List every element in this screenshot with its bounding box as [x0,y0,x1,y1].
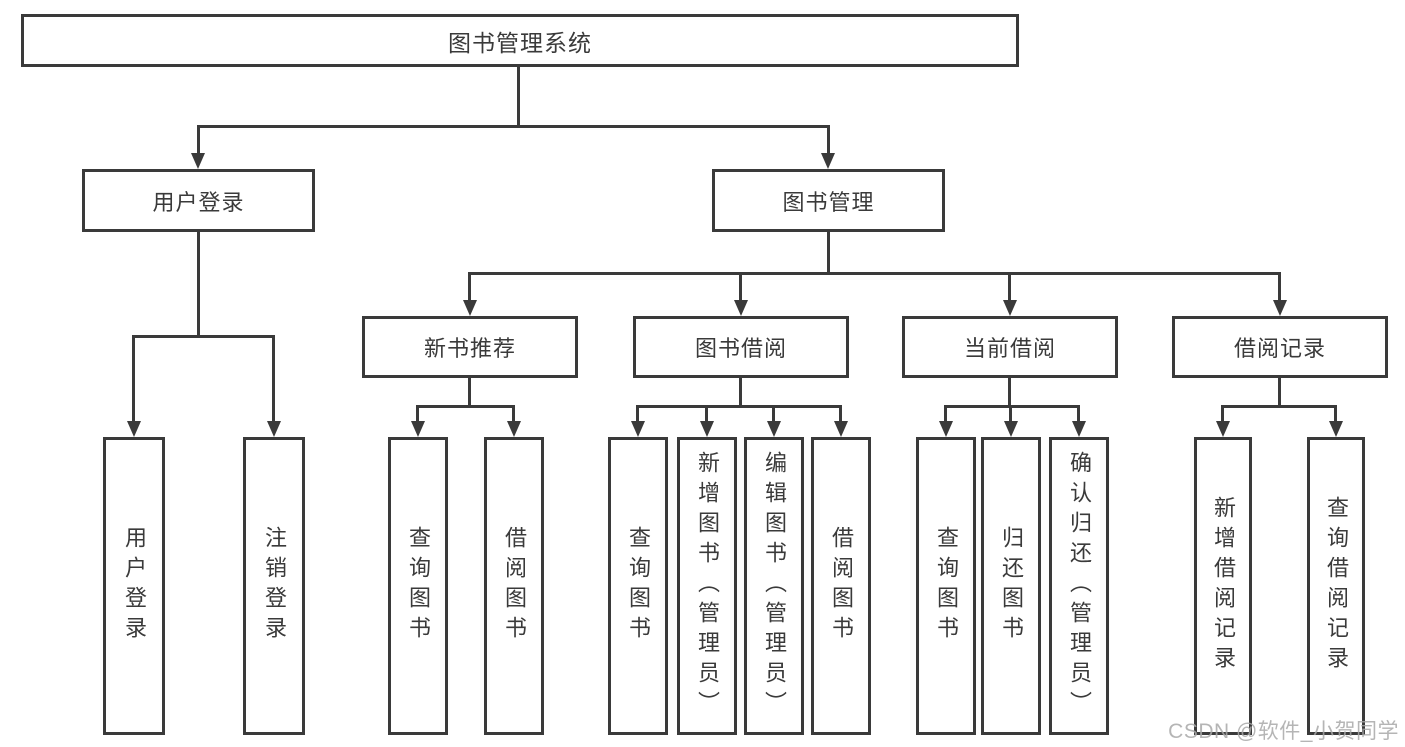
connector-borrow-record-crossbar [1221,405,1337,408]
connector-book-mgmt-stem [827,232,830,272]
connector-current-borrow-crossbar [944,405,1080,408]
connector-to-current-borrow [1008,272,1011,300]
arrow-to-cb-confirm-icon [1072,421,1086,437]
connector-book-mgmt-crossbar [468,272,1281,275]
arrow-to-br-query-icon [1329,421,1343,437]
connector-root-stem [517,67,520,125]
connector-root-to-book-mgmt [827,125,830,153]
node-bb-query-label: 查询图书 [626,526,651,646]
node-user-login: 用户登录 [82,169,315,232]
connector-root-crossbar [197,125,830,128]
connector-to-nbr-query [416,405,419,421]
connector-current-borrow-stem [1008,378,1011,405]
node-ul-login-label: 用户登录 [122,526,147,646]
arrow-to-book-borrow-icon [734,300,748,316]
node-ul-logout-label: 注销登录 [262,526,287,646]
connector-to-cb-return [1009,405,1012,421]
node-br-add-label: 新增借阅记录 [1211,496,1236,676]
node-bb-add-label: 新增图书（管理员） [695,451,720,721]
connector-to-book-borrow [739,272,742,300]
node-br-query: 查询借阅记录 [1307,437,1365,735]
arrow-to-cb-return-icon [1004,421,1018,437]
node-cb-return-label: 归还图书 [999,526,1024,646]
node-br-query-label: 查询借阅记录 [1324,496,1349,676]
arrow-to-borrow-record-icon [1273,300,1287,316]
connector-to-new-book-rec [468,272,471,300]
arrow-to-book-mgmt-icon [821,153,835,169]
node-borrow-record: 借阅记录 [1172,316,1388,378]
arrow-to-login-icon [127,421,141,437]
arrow-to-new-book-rec-icon [463,300,477,316]
node-ul-logout: 注销登录 [243,437,305,735]
node-ul-login: 用户登录 [103,437,165,735]
node-cb-confirm-label: 确认归还（管理员） [1067,451,1092,721]
arrow-to-bb-add-icon [700,421,714,437]
node-root: 图书管理系统 [21,14,1019,67]
arrow-to-cb-query-icon [939,421,953,437]
arrow-to-nbr-query-icon [411,421,425,437]
arrow-to-user-login-icon [191,153,205,169]
connector-to-br-query [1334,405,1337,421]
node-cb-confirm: 确认归还（管理员） [1049,437,1109,735]
node-br-add: 新增借阅记录 [1194,437,1252,735]
connector-to-logout [272,335,275,421]
node-new-book-rec: 新书推荐 [362,316,578,378]
connector-root-to-user-login [197,125,200,153]
connector-new-book-rec-stem [468,378,471,405]
connector-to-cb-confirm [1077,405,1080,421]
connector-to-bb-borrow [839,405,842,421]
node-nbr-borrow: 借阅图书 [484,437,544,735]
connector-to-borrow-record [1278,272,1281,300]
arrow-to-logout-icon [267,421,281,437]
node-bb-edit-label: 编辑图书（管理员） [762,451,787,721]
node-nbr-query-label: 查询图书 [406,526,431,646]
connector-to-bb-add [705,405,708,421]
connector-to-nbr-borrow [512,405,515,421]
csdn-watermark: CSDN @软件_小贺同学 [1168,720,1399,743]
node-cb-query-label: 查询图书 [934,526,959,646]
node-cb-return: 归还图书 [981,437,1041,735]
arrow-to-bb-query-icon [631,421,645,437]
arrow-to-br-add-icon [1216,421,1230,437]
node-bb-query: 查询图书 [608,437,668,735]
connector-new-book-rec-crossbar [416,405,515,408]
node-bb-add: 新增图书（管理员） [677,437,737,735]
connector-to-login [132,335,135,421]
connector-to-bb-query [636,405,639,421]
connector-book-borrow-crossbar [636,405,842,408]
connector-user-login-crossbar [132,335,275,338]
node-nbr-borrow-label: 借阅图书 [502,526,527,646]
node-current-borrow: 当前借阅 [902,316,1118,378]
connector-to-cb-query [944,405,947,421]
node-book-borrow: 图书借阅 [633,316,849,378]
arrow-to-nbr-borrow-icon [507,421,521,437]
node-bb-edit: 编辑图书（管理员） [744,437,804,735]
node-cb-query: 查询图书 [916,437,976,735]
connector-user-login-stem [197,232,200,335]
node-bb-borrow-label: 借阅图书 [829,526,854,646]
node-bb-borrow: 借阅图书 [811,437,871,735]
connector-to-br-add [1221,405,1224,421]
connector-to-bb-edit [772,405,775,421]
arrow-to-current-borrow-icon [1003,300,1017,316]
node-book-mgmt: 图书管理 [712,169,945,232]
node-nbr-query: 查询图书 [388,437,448,735]
arrow-to-bb-edit-icon [767,421,781,437]
connector-book-borrow-stem [739,378,742,405]
connector-borrow-record-stem [1278,378,1281,405]
arrow-to-bb-borrow-icon [834,421,848,437]
